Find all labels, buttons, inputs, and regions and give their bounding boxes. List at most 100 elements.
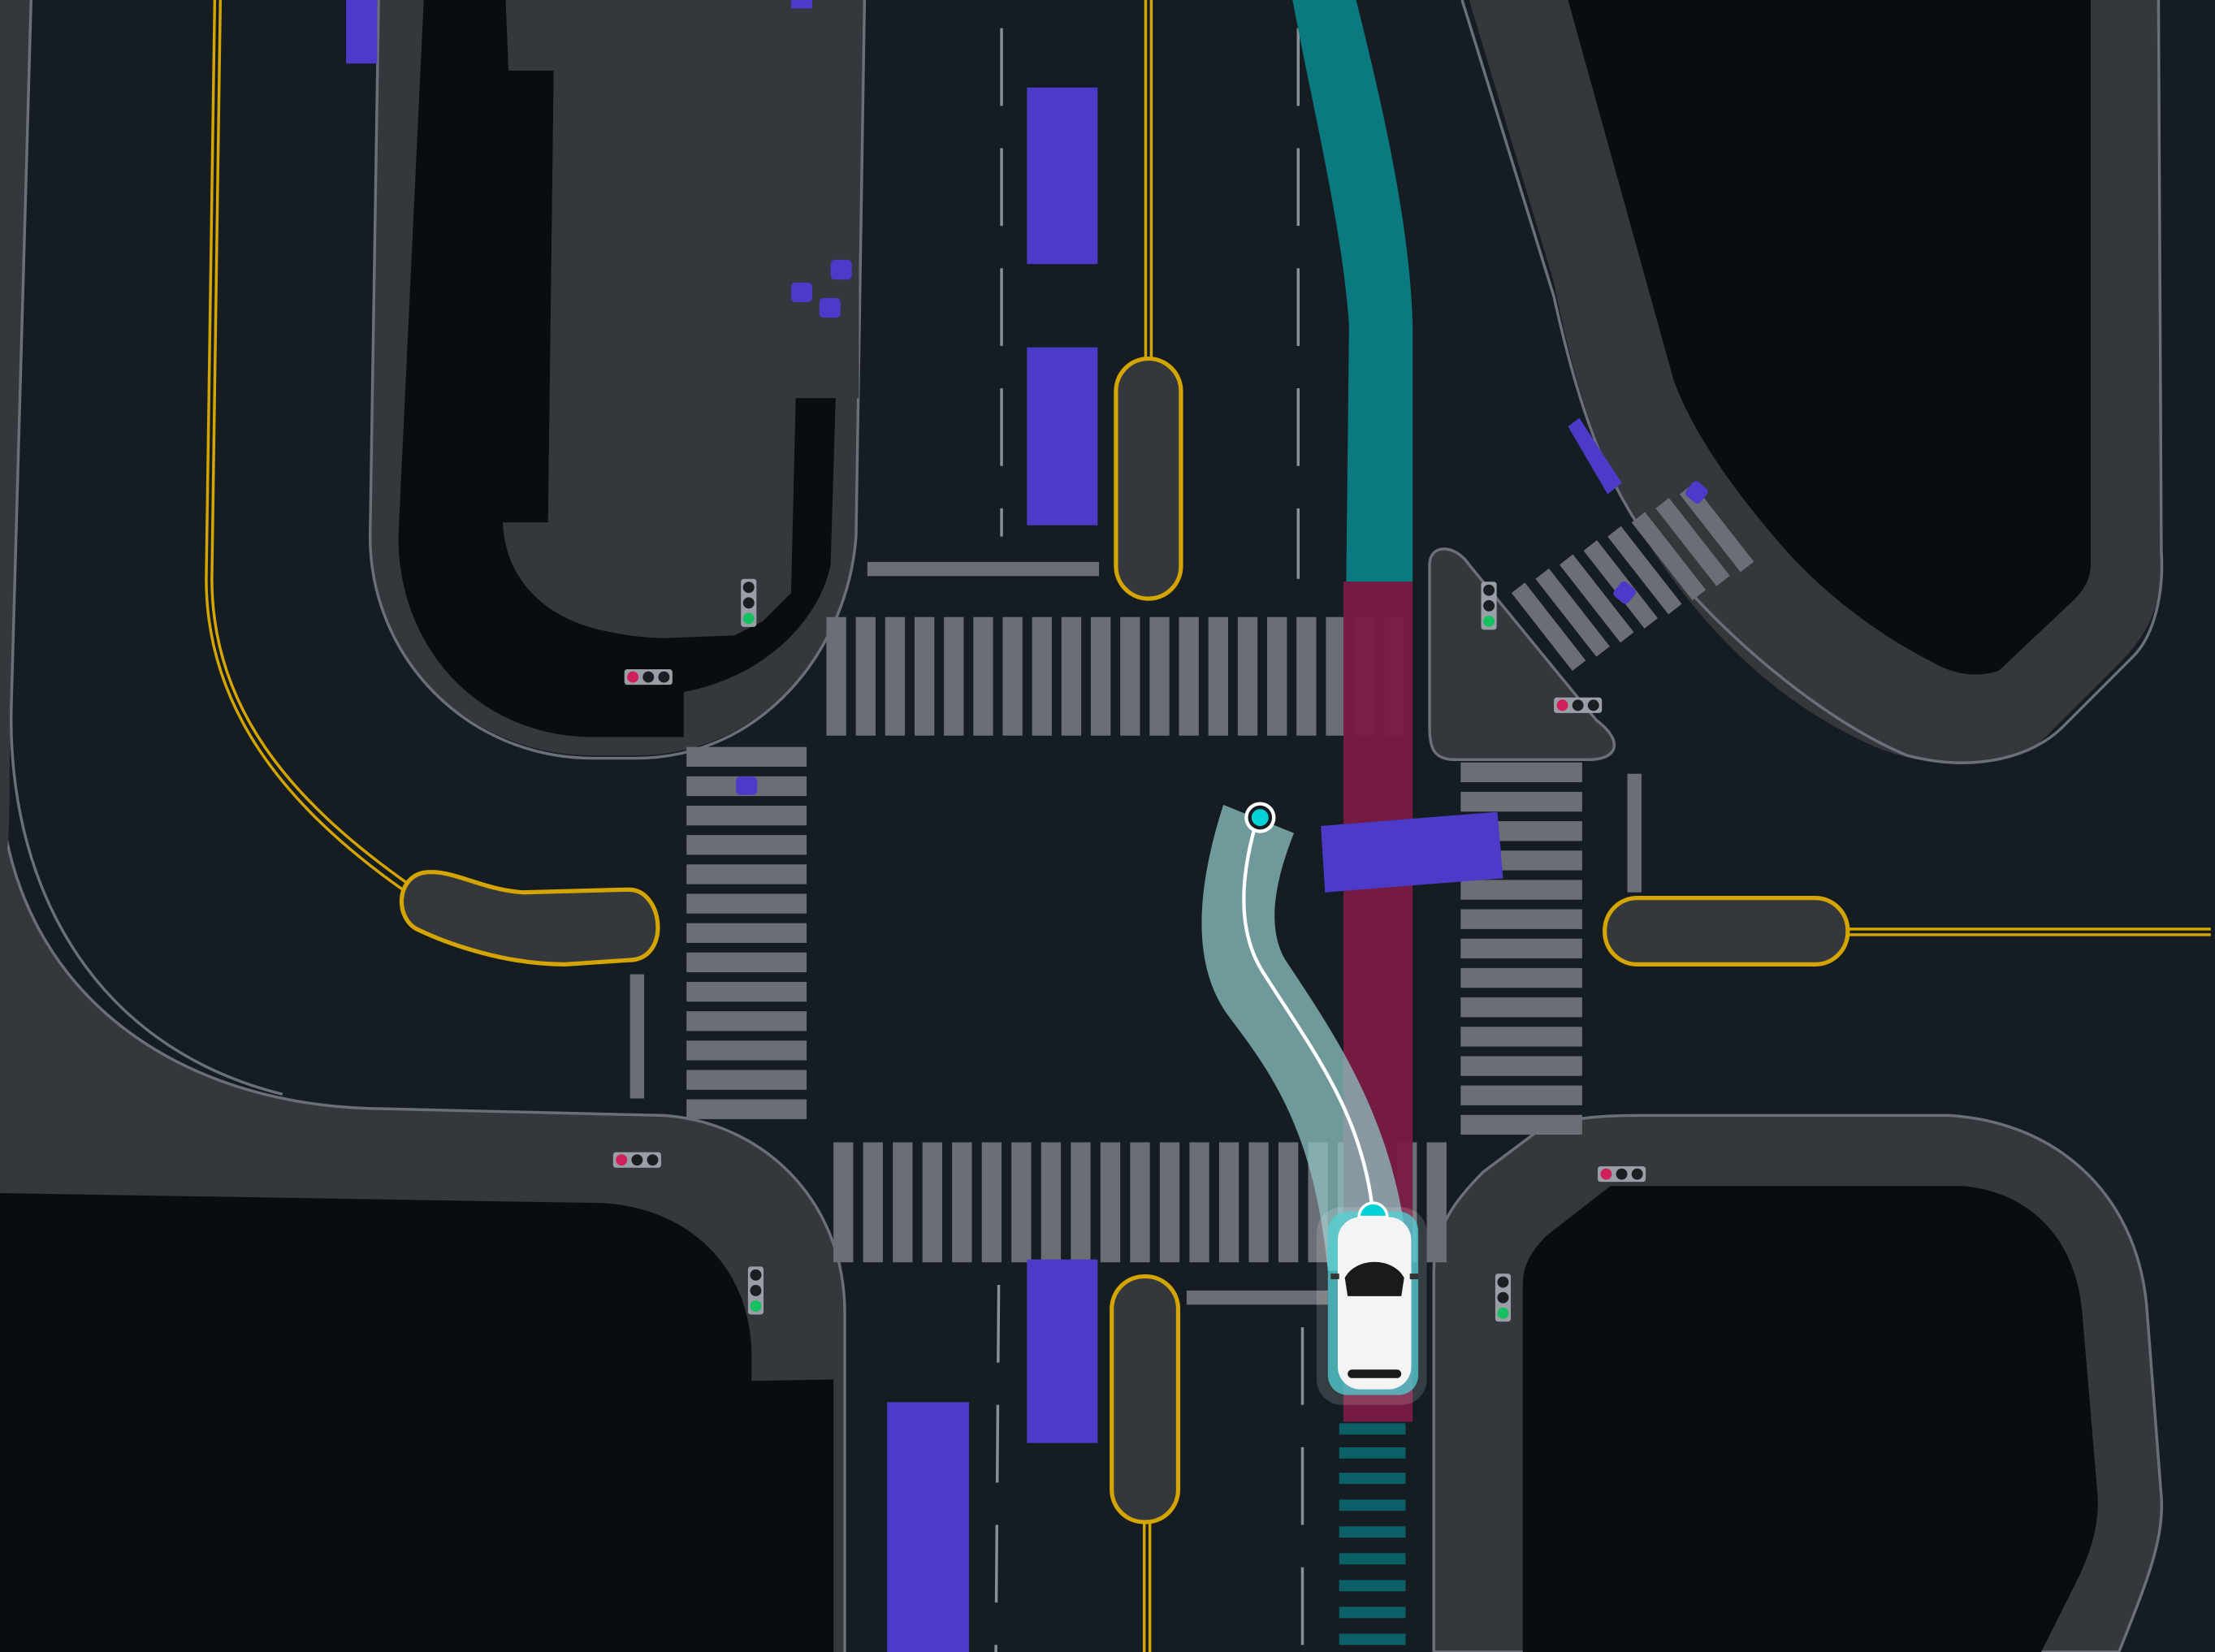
crosswalk-stripe: [1460, 791, 1582, 812]
block-southeast: [1432, 1114, 2164, 1652]
crosswalk-stripe: [1267, 616, 1287, 736]
crosswalk-stripe: [686, 893, 807, 914]
pedestrian-icon: [736, 776, 758, 795]
crosswalk-stripe: [1040, 1142, 1062, 1263]
crosswalk-stripe: [686, 864, 807, 884]
crosswalk-stripe: [1631, 512, 1707, 601]
crosswalk-stripe: [1090, 616, 1111, 736]
crosswalk-stripe: [1460, 880, 1582, 900]
vehicle-bus: [1027, 87, 1098, 265]
crosswalk-stripe: [686, 1070, 807, 1090]
crosswalk-stripe: [1560, 554, 1634, 643]
block-northeast: [1460, 0, 2164, 764]
crosswalk-stripe: [863, 1142, 883, 1263]
crosswalk-stripe: [1460, 967, 1582, 988]
crosswalk-stripe: [1208, 616, 1229, 736]
crosswalk-stripe: [1278, 1142, 1299, 1263]
crosswalk-stripe: [833, 1142, 854, 1263]
crosswalk-stripe: [686, 952, 807, 973]
traffic-light-icon: [624, 669, 673, 685]
crosswalk-stripe: [1218, 1142, 1239, 1263]
crosswalks: [686, 483, 1754, 1263]
crosswalk-stripe: [1189, 1142, 1209, 1263]
pedestrian-icon: [830, 259, 852, 280]
route-ahead: [1292, 0, 1413, 582]
crosswalk-stripe: [1061, 616, 1082, 736]
crosswalk-stripe: [1159, 1142, 1180, 1263]
stop-lines: [629, 561, 1642, 1305]
crosswalk-stripe: [1460, 1056, 1582, 1076]
traffic-light-icon: [1597, 1165, 1646, 1183]
crosswalk-stripe: [1460, 997, 1582, 1018]
crosswalk-stripe: [1130, 1142, 1150, 1263]
traffic-lights: [612, 578, 1646, 1322]
crosswalk-stripe: [1607, 525, 1682, 615]
block-southwest: [0, 790, 846, 1652]
crosswalk-stripe: [1460, 909, 1582, 929]
crosswalk-stripe: [1679, 483, 1754, 573]
crosswalk-stripe: [686, 746, 807, 767]
crosswalk-stripe: [973, 616, 993, 736]
crosswalk-stripe: [1460, 1085, 1582, 1105]
crosswalk-stripe: [686, 923, 807, 943]
crosswalk-stripe: [1326, 616, 1346, 736]
crosswalk-stripe: [893, 1142, 913, 1263]
pedestrian-icon: [1685, 481, 1708, 504]
crosswalk-stripe: [686, 805, 807, 826]
planned-path-line: [1242, 818, 1375, 1215]
block-west-edge: [0, 0, 283, 1096]
crosswalk-stripe: [1655, 498, 1730, 586]
crosswalk-stripe: [1460, 938, 1582, 959]
traffic-light-icon: [747, 1266, 764, 1315]
vehicle-parked: [346, 0, 378, 64]
crosswalk-stripe: [1460, 762, 1582, 783]
crosswalk-stripe: [1071, 1142, 1091, 1263]
crosswalk-stripe: [1011, 1142, 1032, 1263]
waypoint-icon[interactable]: [1244, 802, 1276, 833]
vehicle-bus: [1027, 1259, 1098, 1443]
crosswalk-stripe: [981, 1142, 1002, 1263]
traffic-light-icon: [1481, 582, 1497, 630]
pedestrian-icon: [790, 0, 813, 9]
pedestrian-icon: [1613, 581, 1636, 604]
crosswalk-stripe: [1032, 616, 1052, 736]
lane-dash-lines: [994, 28, 1304, 1652]
traffic-light-icon: [741, 578, 757, 627]
block-northwest: [368, 0, 867, 760]
crosswalk-stripe: [686, 835, 807, 855]
pedestrian-icon: [819, 297, 841, 318]
car-icon: [1330, 1217, 1419, 1390]
lane-divider-lines: [205, 0, 2211, 1652]
crosswalk-stripe: [826, 616, 846, 736]
crosswalk-stripe: [1426, 1142, 1447, 1263]
crosswalk-stripe: [1296, 616, 1317, 736]
crosswalk-stripe: [885, 616, 906, 736]
route-behind: [1339, 1423, 1406, 1646]
vehicles: [346, 0, 1622, 1652]
traffic-light-icon: [1495, 1274, 1512, 1322]
crosswalk-stripe: [1237, 616, 1258, 736]
vehicle-bus: [1027, 347, 1098, 525]
crosswalk-stripe: [914, 616, 935, 736]
crosswalk-stripe: [686, 981, 807, 1002]
traffic-light-icon: [1554, 697, 1603, 713]
crosswalk-stripe: [686, 1040, 807, 1061]
crosswalk-stripe: [1511, 582, 1586, 672]
vehicle-crossing: [1321, 811, 1503, 893]
crosswalk-stripe: [1149, 616, 1170, 736]
pedestrian-icon: [790, 282, 813, 303]
crosswalk-stripe: [855, 616, 876, 736]
crosswalk-stripe: [1460, 1027, 1582, 1047]
crosswalk-stripe: [1100, 1142, 1121, 1263]
vehicle-parked: [1568, 417, 1622, 495]
crosswalk-stripe: [1460, 1114, 1582, 1135]
crosswalk-stripe: [922, 1142, 943, 1263]
crosswalk-stripe: [1120, 616, 1140, 736]
crosswalk-stripe: [686, 1099, 807, 1119]
crosswalk-stripe: [952, 1142, 972, 1263]
pedestrians: [736, 0, 1708, 795]
vehicle-bus: [887, 1402, 970, 1652]
ego-vehicle: [1316, 1201, 1427, 1405]
crosswalk-stripe: [1535, 568, 1610, 657]
